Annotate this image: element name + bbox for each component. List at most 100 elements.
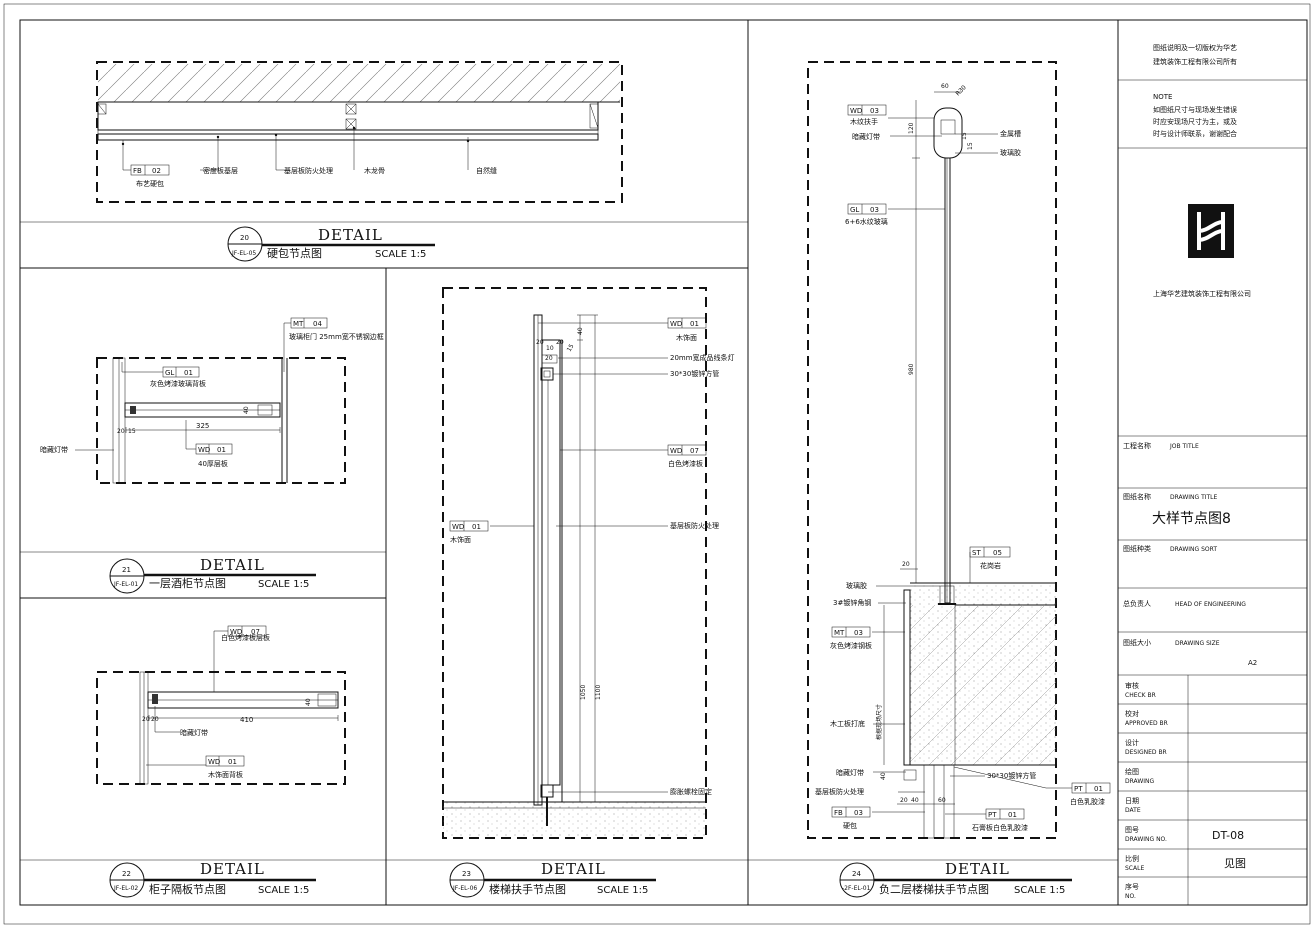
svg-text:120: 120 xyxy=(908,122,915,134)
svg-text:WD: WD xyxy=(850,107,862,115)
svg-text:DESIGNED BR: DESIGNED BR xyxy=(1125,749,1167,756)
svg-text:金属槽: 金属槽 xyxy=(1000,129,1021,138)
detail-21-drawing: 325 20 15 40 GL 01 灰色烤漆玻璃背板 MT 04 玻璃柜门 2… xyxy=(40,317,384,484)
svg-text:SCALE 1:5: SCALE 1:5 xyxy=(375,249,426,260)
detail-24-title: 24 -2F-EL-01 DETAIL 负二层楼梯扶手节点图 SCALE 1:5 xyxy=(839,860,1072,898)
svg-text:20: 20 xyxy=(240,234,249,242)
svg-text:SCALE 1:5: SCALE 1:5 xyxy=(1014,885,1065,896)
detail-24-drawing: 60 R30 120 980 15 15 20 40 20 40 60 根据现场… xyxy=(807,61,1111,839)
svg-text:SCALE 1:5: SCALE 1:5 xyxy=(258,579,309,590)
svg-text:基层板防火处理: 基层板防火处理 xyxy=(284,166,333,175)
svg-text:暗藏灯带: 暗藏灯带 xyxy=(836,768,864,777)
svg-text:JOB TITLE: JOB TITLE xyxy=(1169,443,1199,450)
svg-text:NOTE: NOTE xyxy=(1153,93,1172,101)
svg-text:绘图: 绘图 xyxy=(1125,767,1139,776)
svg-text:15: 15 xyxy=(128,428,136,435)
inner-frame xyxy=(19,19,1308,906)
svg-text:15: 15 xyxy=(967,142,974,150)
svg-text:1050: 1050 xyxy=(580,685,587,700)
svg-text:FB: FB xyxy=(834,809,843,817)
svg-text:SCALE 1:5: SCALE 1:5 xyxy=(597,885,648,896)
svg-text:03: 03 xyxy=(854,809,863,817)
title-block: 图纸说明及一切版权为华艺 建筑装饰工程有限公司所有 NOTE 如图纸尺寸与现场发… xyxy=(1118,43,1307,905)
svg-text:40: 40 xyxy=(880,772,887,780)
svg-text:MT: MT xyxy=(293,320,304,328)
outer-frame xyxy=(3,3,1311,925)
svg-text:NO.: NO. xyxy=(1125,893,1136,900)
svg-text:日期: 日期 xyxy=(1125,797,1139,805)
svg-text:玻璃柜门 25mm宽不锈钢边框: 玻璃柜门 25mm宽不锈钢边框 xyxy=(289,332,384,341)
svg-text:ST: ST xyxy=(972,549,981,557)
svg-text:硬包节点图: 硬包节点图 xyxy=(267,247,322,260)
svg-text:980: 980 xyxy=(908,363,915,375)
svg-text:图纸说明及一切版权为华艺: 图纸说明及一切版权为华艺 xyxy=(1153,43,1237,52)
svg-text:07: 07 xyxy=(690,447,699,455)
company-logo xyxy=(1188,204,1234,258)
svg-text:建筑装饰工程有限公司所有: 建筑装饰工程有限公司所有 xyxy=(1153,57,1237,66)
svg-text:01: 01 xyxy=(217,446,226,454)
svg-text:DETAIL: DETAIL xyxy=(541,860,606,878)
svg-text:灰色烤漆玻璃背板: 灰色烤漆玻璃背板 xyxy=(150,379,206,388)
svg-text:柜子隔板节点图: 柜子隔板节点图 xyxy=(149,882,226,896)
svg-text:负二层楼梯扶手节点图: 负二层楼梯扶手节点图 xyxy=(879,882,989,896)
svg-text:40: 40 xyxy=(305,698,312,706)
svg-text:上海华艺建筑装饰工程有限公司: 上海华艺建筑装饰工程有限公司 xyxy=(1153,289,1251,298)
svg-text:图号: 图号 xyxy=(1125,826,1139,834)
svg-text:根据现场尺寸: 根据现场尺寸 xyxy=(875,704,883,740)
svg-text:-2F-EL-01: -2F-EL-01 xyxy=(842,885,871,892)
svg-text:03: 03 xyxy=(870,206,879,214)
svg-text:30*30镀锌方管: 30*30镀锌方管 xyxy=(987,771,1036,780)
svg-text:WD: WD xyxy=(208,758,220,766)
detail-20-drawing: FB 02 布艺硬包 密度板基层 基层板防火处理 木龙骨 自然缝 xyxy=(96,61,623,203)
svg-text:40厚层板: 40厚层板 xyxy=(198,459,228,468)
svg-text:基层板防火处理: 基层板防火处理 xyxy=(670,521,719,530)
svg-text:20: 20 xyxy=(545,355,553,362)
svg-text:40: 40 xyxy=(577,327,584,335)
svg-text:序号: 序号 xyxy=(1125,882,1139,891)
svg-text:审核: 审核 xyxy=(1125,681,1139,690)
svg-text:DRAWING TITLE: DRAWING TITLE xyxy=(1170,494,1218,501)
svg-text:A2: A2 xyxy=(1248,659,1257,667)
svg-text:325: 325 xyxy=(196,422,209,430)
svg-text:20: 20 xyxy=(556,339,564,346)
svg-text:GL: GL xyxy=(165,369,174,377)
svg-text:DETAIL: DETAIL xyxy=(945,860,1010,878)
svg-text:木饰面背板: 木饰面背板 xyxy=(208,770,243,779)
svg-text:暗藏灯带: 暗藏灯带 xyxy=(40,445,68,454)
svg-text:HEAD OF ENGINEERING: HEAD OF ENGINEERING xyxy=(1175,601,1246,608)
svg-text:DRAWING: DRAWING xyxy=(1125,778,1155,785)
svg-text:WD: WD xyxy=(452,523,464,531)
svg-text:01: 01 xyxy=(184,369,193,377)
svg-text:03: 03 xyxy=(854,629,863,637)
svg-text:木龙骨: 木龙骨 xyxy=(364,166,385,175)
svg-text:木纹扶手: 木纹扶手 xyxy=(850,117,878,126)
svg-text:JF-EL-06: JF-EL-06 xyxy=(452,885,477,892)
svg-text:白色烤漆板: 白色烤漆板 xyxy=(668,459,703,468)
svg-text:布艺硬包: 布艺硬包 xyxy=(136,179,164,188)
svg-text:20: 20 xyxy=(142,716,150,723)
svg-text:PT: PT xyxy=(988,811,997,819)
svg-text:基层板防火处理: 基层板防火处理 xyxy=(815,787,864,796)
svg-text:木饰面: 木饰面 xyxy=(676,333,697,342)
svg-text:白色乳胶漆: 白色乳胶漆 xyxy=(1070,797,1105,806)
svg-text:60: 60 xyxy=(941,83,949,90)
svg-text:DATE: DATE xyxy=(1125,807,1141,814)
svg-text:WD: WD xyxy=(230,628,242,636)
detail-21-title: 21 JF-EL-01 DETAIL 一层酒柜节点图 SCALE 1:5 xyxy=(109,556,316,594)
svg-text:01: 01 xyxy=(472,523,481,531)
detail-20-boundary xyxy=(96,61,623,203)
svg-text:DT-08: DT-08 xyxy=(1212,829,1244,842)
svg-text:CHECK BR: CHECK BR xyxy=(1125,692,1156,699)
svg-text:暗藏灯带: 暗藏灯带 xyxy=(180,728,208,737)
svg-text:一层酒柜节点图: 一层酒柜节点图 xyxy=(149,577,226,590)
svg-text:01: 01 xyxy=(1008,811,1017,819)
svg-text:6+6水纹玻璃: 6+6水纹玻璃 xyxy=(845,217,888,226)
svg-text:白色烤漆板层板: 白色烤漆板层板 xyxy=(221,633,270,642)
svg-text:JF-EL-01: JF-EL-01 xyxy=(113,581,138,588)
svg-text:40: 40 xyxy=(243,406,250,414)
svg-text:DRAWING SIZE: DRAWING SIZE xyxy=(1175,640,1220,647)
svg-text:密度板基层: 密度板基层 xyxy=(203,166,238,175)
svg-text:PT: PT xyxy=(1074,785,1083,793)
svg-text:20: 20 xyxy=(900,797,908,804)
svg-text:15: 15 xyxy=(566,343,576,353)
